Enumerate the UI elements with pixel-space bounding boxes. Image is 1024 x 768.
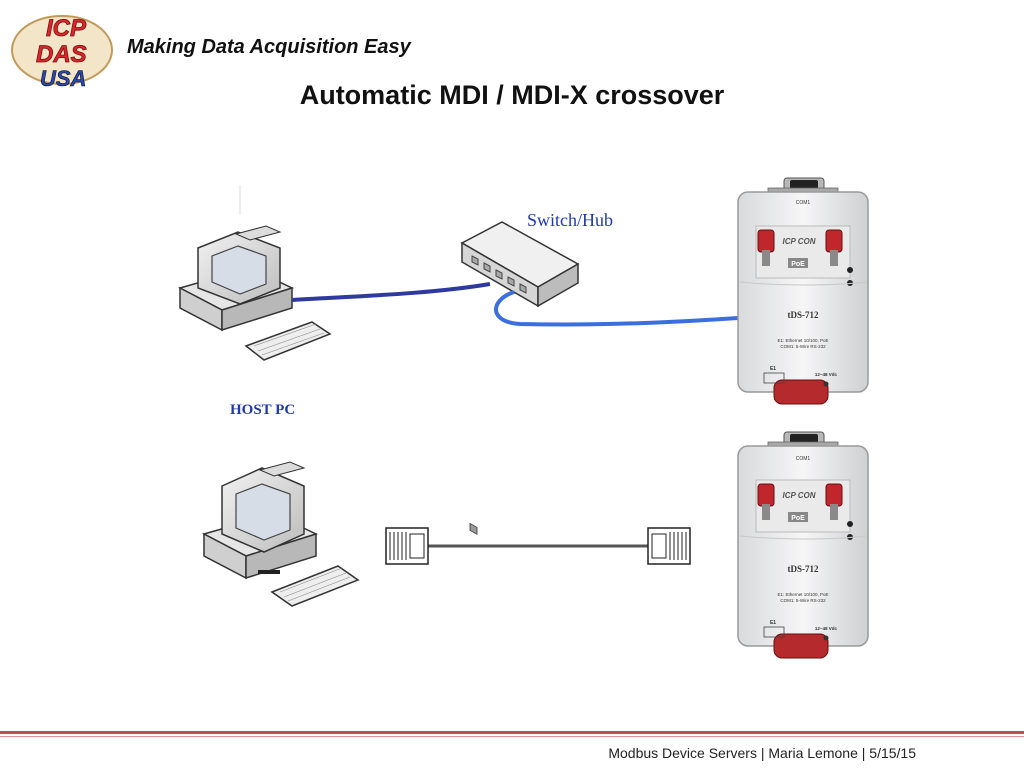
- logo-text-usa: USA: [40, 66, 86, 91]
- device-top-power-label: 12~48 Vdc: [815, 372, 838, 377]
- device-top-spec-line1: E1: Ethernet 10/100, PoE: [777, 338, 828, 343]
- device-top-spec-line2: COM1: 5-Wire RS-232: [780, 344, 826, 349]
- footer-divider: [0, 731, 1024, 734]
- device-top-port-label: COM1: [796, 200, 811, 206]
- device-top-model: tDS-712: [788, 310, 819, 320]
- host-pc-label: HOST PC: [230, 402, 295, 418]
- host-pc-bottom: [201, 461, 360, 607]
- cable-pc-to-switch: [291, 282, 491, 302]
- device-bottom-e1-label: E1: [770, 620, 776, 626]
- tds712-device-top: COM1 ICP CON PoE tDS-712 E1: Ethernet 10…: [737, 177, 869, 405]
- switch-hub-label: Switch/Hub: [527, 210, 613, 230]
- crossover-cable: [385, 527, 691, 565]
- device-top-brand: ICP CON: [782, 237, 815, 246]
- device-bottom-power-label: 12~48 Vdc: [815, 626, 838, 631]
- device-bottom-port-label: COM1: [796, 456, 811, 462]
- switch-hub: Switch/Hub: [460, 210, 613, 536]
- icpdas-usa-logo: ICP DAS USA: [11, 15, 113, 91]
- tagline: Making Data Acquisition Easy: [127, 36, 411, 58]
- device-top-poe-badge: PoE: [791, 261, 805, 268]
- slide-title: Automatic MDI / MDI-X crossover: [299, 80, 725, 110]
- cable-switch-to-device: [494, 290, 739, 327]
- device-top-e1-label: E1: [770, 366, 776, 372]
- footer-text: Modbus Device Servers | Maria Lemone | 5…: [608, 745, 916, 761]
- tds712-device-bottom: COM1 ICP CON PoE tDS-712 E1: Ethernet 10…: [737, 431, 869, 659]
- logo-text-das: DAS: [36, 41, 87, 68]
- device-bottom-poe-badge: PoE: [791, 515, 805, 522]
- logo-text-icp: ICP: [46, 15, 87, 42]
- footer-divider-thin: [0, 736, 1024, 737]
- device-bottom-brand: ICP CON: [782, 491, 815, 500]
- host-pc-top: [177, 225, 332, 361]
- network-diagram: Switch/Hub HOST PC COM1 ICP CON PoE tDS-…: [177, 177, 869, 659]
- device-bottom-model: tDS-712: [788, 564, 819, 574]
- device-bottom-spec-line1: E1: Ethernet 10/100, PoE: [777, 592, 828, 597]
- device-bottom-spec-line2: COM1: 5-Wire RS-232: [780, 598, 826, 603]
